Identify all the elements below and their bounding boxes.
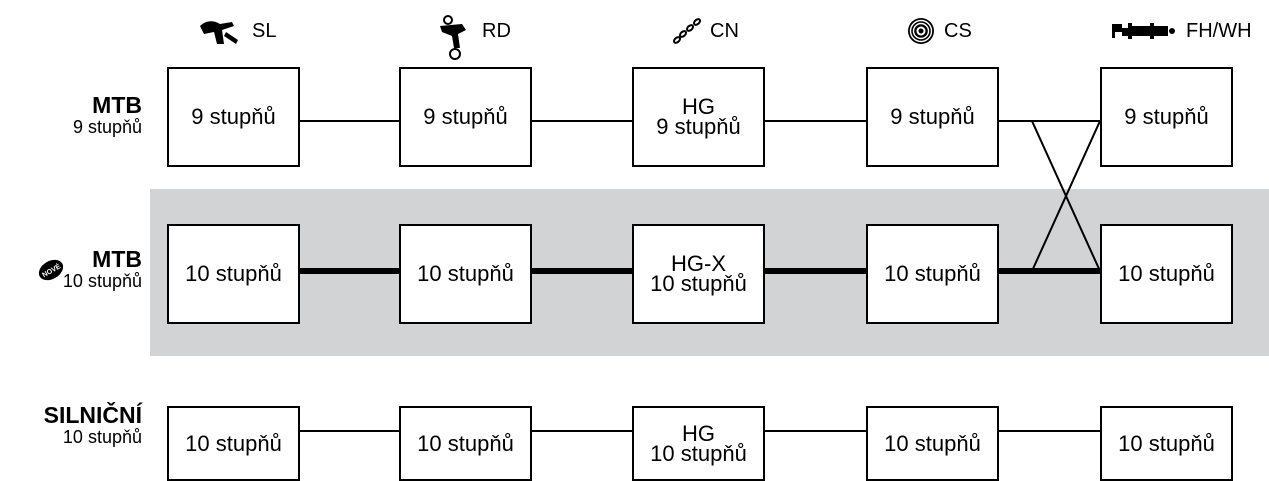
component-box: 9 stupňů <box>167 67 300 167</box>
row-label-mtb-9: MTB 9 stupňů <box>73 94 142 138</box>
cell-line2: 10 stupňů <box>650 440 747 466</box>
column-header-rd: RD <box>436 15 511 60</box>
component-box: 9 stupňů <box>1100 67 1233 167</box>
cell-line1: 9 stupňů <box>423 104 508 129</box>
component-box: 10 stupňů <box>399 224 532 324</box>
component-box: 9 stupňů <box>399 67 532 167</box>
cell-line1: 10 stupňů <box>884 261 981 286</box>
row-subtitle: 10 stupňů <box>62 427 142 447</box>
component-box: 10 stupňů <box>1100 224 1233 324</box>
column-label: CN <box>710 19 739 42</box>
cell-line1: 10 stupňů <box>185 261 282 286</box>
shifter-lever-icon <box>200 21 238 44</box>
cross-line <box>1031 120 1101 272</box>
cell-line1: 10 stupňů <box>884 430 981 456</box>
column-label: RD <box>482 19 511 42</box>
cell-line2: 9 stupňů <box>656 114 741 139</box>
cell-line1: HG <box>682 94 715 119</box>
new-badge-icon: NOVÉ <box>38 259 64 281</box>
row-subtitle: 9 stupňů <box>72 117 142 137</box>
column-label: CS <box>944 19 972 42</box>
cell-line1: 9 stupňů <box>1124 104 1209 129</box>
cell-line1: 10 stupňů <box>185 430 282 456</box>
component-box: 10 stupňů <box>866 406 999 481</box>
column-header-fh-wh: FH/WH <box>1110 16 1252 46</box>
cell-line2: 10 stupňů <box>650 271 747 296</box>
column-header-cn: CN <box>672 16 739 46</box>
cell-line1: 9 stupňů <box>191 104 276 129</box>
component-box: 10 stupňů <box>167 406 300 481</box>
column-header-sl: SL <box>198 16 276 46</box>
row-label-silnicni-10: SILNIČNÍ 10 stupňů <box>44 404 142 448</box>
cell-line1: 10 stupňů <box>417 261 514 286</box>
cell-line1: HG <box>682 420 715 446</box>
cassette-icon <box>908 18 934 44</box>
column-header-cs: CS <box>906 16 972 46</box>
column-label: FH/WH <box>1186 19 1252 42</box>
row-title: MTB <box>92 92 142 118</box>
freehub-wheel-icon <box>1112 23 1175 39</box>
connection-lines <box>300 120 1101 432</box>
component-box: 10 stupňů <box>1100 406 1233 481</box>
column-label: SL <box>252 19 277 42</box>
row-title: SILNIČNÍ <box>43 402 142 428</box>
component-box: 9 stupňů <box>866 67 999 167</box>
cell-line1: 10 stupňů <box>1118 430 1215 456</box>
component-box: 10 stupňů <box>399 406 532 481</box>
component-box: 10 stupňů <box>866 224 999 324</box>
rear-derailleur-icon <box>440 15 466 60</box>
cell-line1: 10 stupňů <box>417 430 514 456</box>
cell-line1: HG-X <box>671 251 726 276</box>
row-subtitle: 10 stupňů <box>62 271 142 291</box>
row-label-mtb-10: MTB 10 stupňů <box>63 248 142 292</box>
chain-icon <box>672 18 702 44</box>
component-box: 10 stupňů <box>167 224 300 324</box>
cell-line1: 10 stupňů <box>1118 261 1215 286</box>
row-title: MTB <box>92 246 142 272</box>
cell-line1: 9 stupňů <box>890 104 975 129</box>
